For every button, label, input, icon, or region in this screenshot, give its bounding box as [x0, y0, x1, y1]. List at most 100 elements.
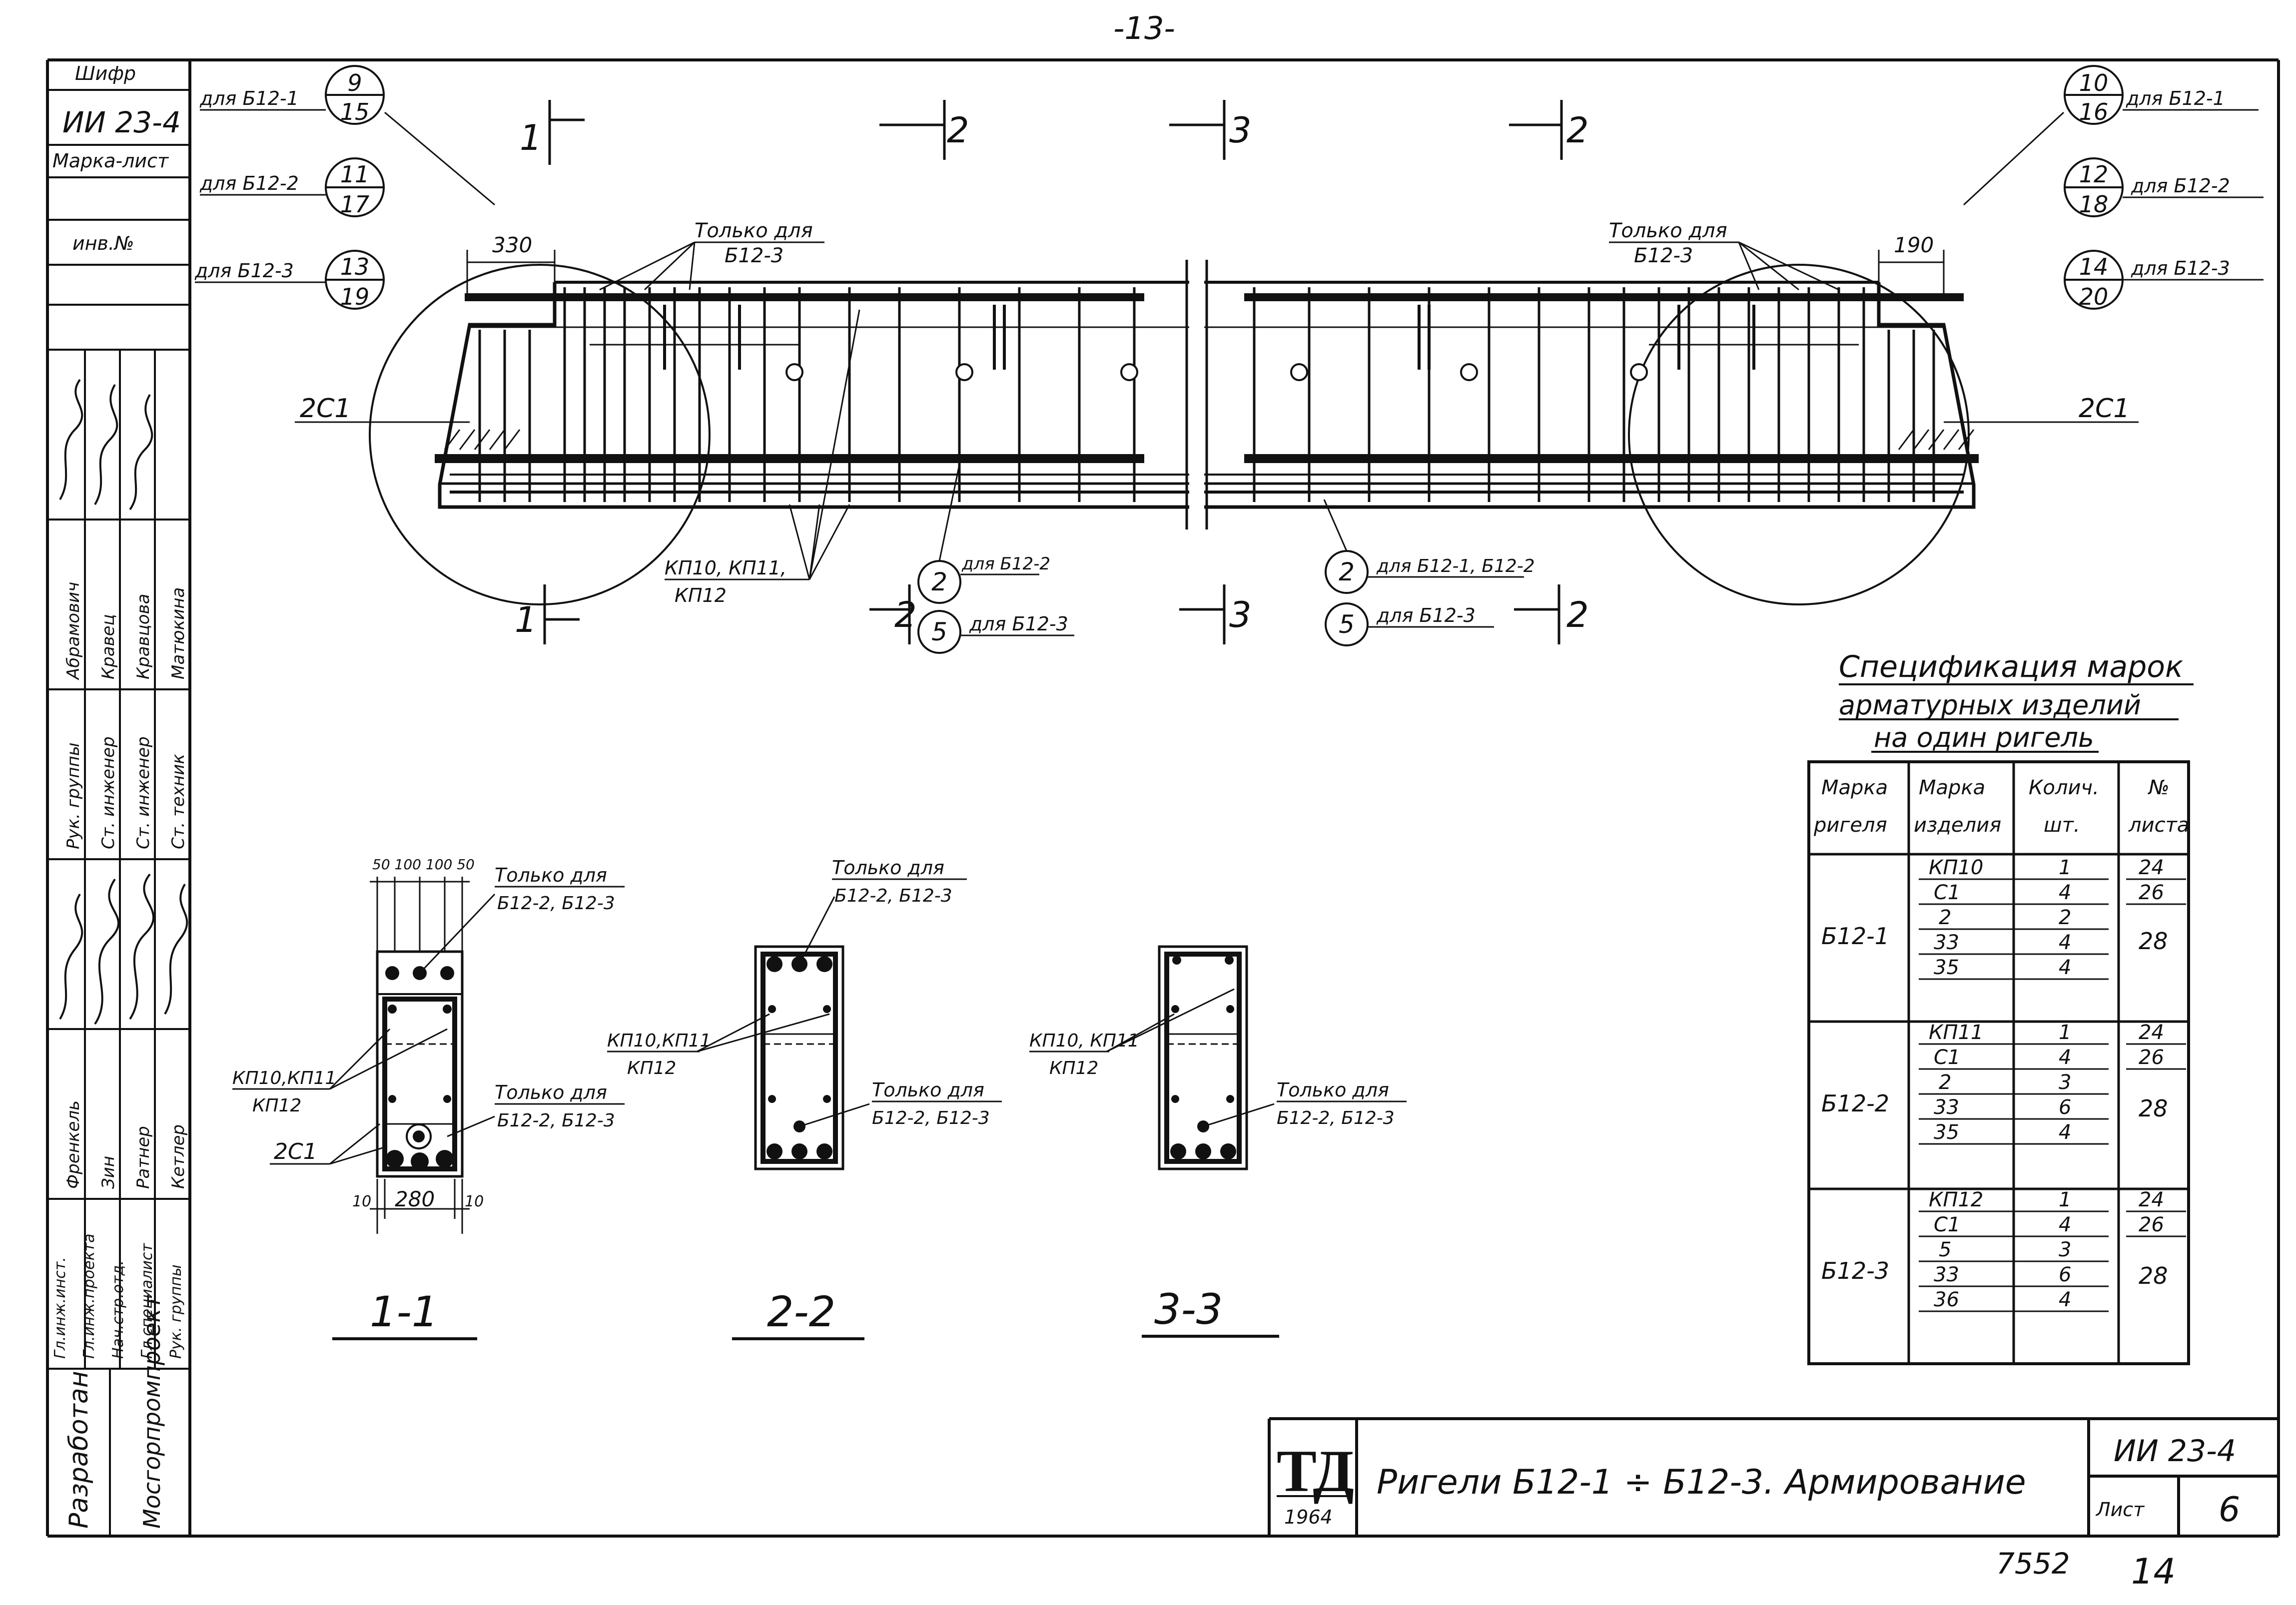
drawing-label: 35	[1934, 956, 1959, 979]
drawing-label: Только для	[872, 1079, 984, 1101]
stamp-name: Зин	[98, 1156, 118, 1189]
net-label-right: 2С1	[2079, 394, 2130, 424]
drawing-label: арматурных изделий	[1839, 689, 2141, 721]
drawing-code: ИИ 23-4	[2114, 1434, 2236, 1469]
stamp-name: Абрамович	[63, 582, 83, 680]
stamp-role: Ст. техник	[168, 754, 188, 849]
drawing-label: КП12	[1049, 1058, 1098, 1078]
sheet-label: Лист	[2095, 1499, 2145, 1521]
drawing-label: Только для	[1277, 1079, 1389, 1101]
drawing-label: 4	[2059, 931, 2071, 954]
spec-table: Спецификация марок арматурных изделий на…	[1807, 649, 2194, 1365]
section-2-2: Только для Б12-2, Б12-3 Только для Б12-2…	[607, 857, 1002, 1340]
section-3-3: Только для Б12-2, Б12-3 КП10, КП11 КП12 …	[1029, 945, 1407, 1338]
drawing-label: 33	[1934, 1263, 1959, 1286]
drawing-label: 2	[1566, 110, 1589, 151]
drawing-label: 10	[352, 1193, 371, 1210]
drawing-label: Б12-2, Б12-3	[1277, 1108, 1395, 1128]
drawing-label: 10	[2079, 69, 2109, 96]
drawing-label: 18	[2079, 191, 2109, 218]
drawing-label: С1	[1934, 881, 1960, 904]
footer-right-number: 14	[2131, 1551, 2176, 1592]
drawing-label: 1	[520, 117, 542, 158]
drawing-label: Б12-2, Б12-3	[834, 886, 952, 906]
section-title-2-2: 2-2	[767, 1287, 835, 1336]
drawing-label: 4	[2059, 1046, 2071, 1069]
stamp-role: Ст. инженер	[98, 736, 118, 849]
drawing-label: С1	[1934, 1046, 1960, 1069]
drawing-label: 15	[340, 98, 370, 125]
logo-year: 1964	[1284, 1506, 1333, 1528]
drawing-label: Б12-2, Б12-3	[497, 893, 615, 914]
drawing-label: КП10,КП11	[607, 1031, 711, 1051]
drawing-label: 2	[894, 594, 917, 635]
drawing-label: 4	[2059, 1121, 2071, 1144]
drawing-label: для Б12-3	[2131, 257, 2230, 279]
drawing-label: ригеля	[1813, 814, 1887, 837]
drawing-label: 26	[2139, 1046, 2164, 1069]
drawing-label: 1	[2059, 1021, 2071, 1044]
drawing-label: 2	[2059, 906, 2071, 929]
detail-circle-left	[369, 264, 711, 605]
drawing-label: 33	[1934, 931, 1959, 954]
stamp-name: Матюкина	[168, 587, 188, 679]
sheet-frame	[46, 58, 2280, 1538]
signatures	[59, 379, 188, 1025]
callouts-right: для Б12-1 10 16 для Б12-2 12 18 для Б12-…	[2064, 65, 2264, 310]
drawing-label: 4	[2059, 956, 2071, 979]
drawing-label: для Б12-2	[961, 554, 1050, 574]
logo-td: ТД	[1277, 1438, 1354, 1504]
sheet-number: 6	[2219, 1490, 2240, 1530]
drawing-label: для Б12-2	[199, 172, 299, 194]
footer-left-number: 7552	[1996, 1547, 2070, 1581]
drawing-label: Б12-2, Б12-3	[497, 1110, 615, 1131]
drawing-label: 3	[2059, 1071, 2071, 1094]
drawing-label: 14	[2079, 253, 2109, 280]
drawing-label: 5	[1339, 610, 1355, 639]
dim-330: 330	[492, 233, 532, 257]
drawing-label: 20	[2079, 283, 2109, 310]
drawing-label: 28	[2139, 1095, 2168, 1122]
drawing-label: 1	[2059, 1188, 2071, 1211]
drawing-label: 4	[2059, 1288, 2071, 1311]
drawing-label: 280	[395, 1187, 435, 1211]
drawing-label: для Б12-3	[969, 613, 1068, 635]
drawing-label: для Б12-1, Б12-2	[1376, 556, 1535, 576]
drawing-label: 28	[2139, 928, 2168, 955]
drawing-label: 2	[1566, 594, 1589, 635]
drawing-label: 4	[2059, 1213, 2071, 1236]
shifr-label: Шифр	[75, 62, 136, 84]
section-marks	[543, 100, 1563, 644]
beam-elevation: 330 190 Только для Б12-3 Только для Б12-…	[194, 65, 2264, 654]
drawing-label: 33	[1934, 1096, 1959, 1119]
stamp-role: Гл.специалист	[138, 1243, 156, 1359]
drawing-label: 24	[2139, 1021, 2164, 1044]
drawing-label: КП11	[1929, 1021, 1983, 1044]
drawing-label: 11	[340, 161, 370, 188]
only-for-label-right: Только для	[1609, 219, 1727, 242]
stamp-role: Нач.стр.отд.	[109, 1260, 127, 1359]
drawing-label: 1	[515, 599, 537, 640]
marka-list-label: Марка-лист	[52, 150, 169, 172]
drawing-label: 5	[1939, 1238, 1951, 1261]
stamp-name: Кравцова	[133, 594, 153, 679]
drawing-label: Б12-2	[1821, 1090, 1889, 1117]
drawing-label: 1	[2059, 856, 2071, 879]
drawing-label: на один ригель	[1874, 722, 2094, 753]
drawing-label: 6	[2059, 1263, 2071, 1286]
only-for-label-left: Только для	[695, 219, 813, 242]
drawing-title: Ригели Б12-1 ÷ Б12-3. Армирование	[1377, 1463, 2026, 1502]
drawing-label: 4	[2059, 881, 2071, 904]
stamp-role: Ст. инженер	[133, 736, 153, 849]
drawing-label: КП12	[675, 584, 727, 606]
drawing-label: Только для	[495, 1081, 607, 1103]
drawing-label: Б12-2, Б12-3	[872, 1108, 990, 1128]
developer-label: Разработан	[64, 1371, 94, 1529]
drawing-label: шт.	[2044, 814, 2080, 837]
drawing-label: Только для	[495, 864, 607, 886]
drawing-label: 35	[1934, 1121, 1959, 1144]
detail-circle-right	[1628, 264, 1970, 605]
drawing-label: Марка	[1821, 776, 1888, 799]
drawing-label: КП12	[1929, 1188, 1983, 1211]
drawing-label: 2	[931, 567, 947, 596]
